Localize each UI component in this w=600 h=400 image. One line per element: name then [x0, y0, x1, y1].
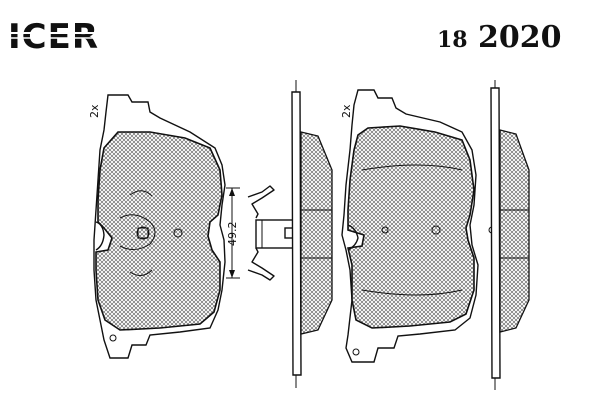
- quantity-label-left: 2x: [88, 104, 101, 118]
- spring-clip: [247, 185, 303, 281]
- dimension-label: 49.2: [226, 222, 239, 247]
- brand-logo: ICER: [6, 17, 130, 57]
- dimension-indicator: 49.2: [226, 187, 240, 279]
- part-number-prefix: 18: [437, 27, 468, 53]
- part-number: 2020: [478, 20, 562, 55]
- quantity-label-right: 2x: [340, 104, 353, 118]
- left-pad-side-view: [291, 80, 333, 388]
- right-pad-front-view: 2x: [340, 89, 496, 363]
- brand-text: ICER: [8, 17, 99, 57]
- right-pad-side-view: [490, 80, 530, 390]
- left-pad-front-view: 2x: [88, 94, 226, 359]
